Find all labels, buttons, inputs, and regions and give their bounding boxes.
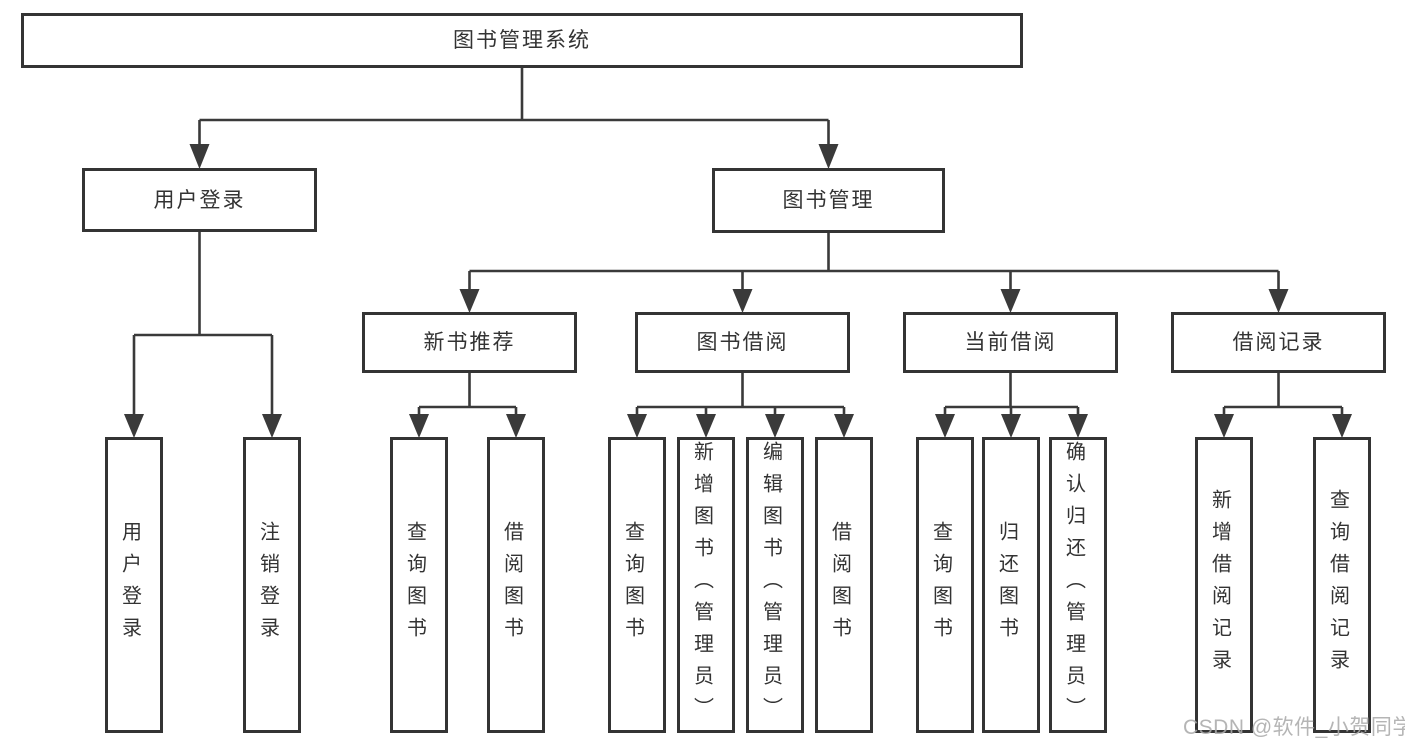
node-label: 归还图书 bbox=[995, 521, 1018, 649]
node-user-login: 用户登录 bbox=[82, 168, 317, 232]
node-label: 图书借阅 bbox=[696, 331, 789, 354]
leaf-borrow-query-books: 查询图书 bbox=[608, 437, 666, 733]
node-borrowing-records: 借阅记录 bbox=[1171, 312, 1386, 373]
node-current-borrowing: 当前借阅 bbox=[903, 312, 1118, 373]
node-label: 编辑图书（管理员） bbox=[759, 441, 782, 729]
node-label: 确认归还（管理员） bbox=[1062, 441, 1085, 729]
node-label: 借阅图书 bbox=[500, 521, 523, 649]
node-label: 查询图书 bbox=[929, 521, 952, 649]
connector-stems bbox=[132, 68, 1344, 415]
node-label: 新书推荐 bbox=[423, 331, 516, 354]
node-book-management: 图书管理 bbox=[712, 168, 945, 233]
leaf-newrec-query-books: 查询图书 bbox=[390, 437, 448, 733]
leaf-borrow-borrow-books: 借阅图书 bbox=[815, 437, 873, 733]
node-library-management-system: 图书管理系统 bbox=[21, 13, 1023, 68]
node-label: 查询图书 bbox=[403, 521, 426, 649]
node-new-book-recommendation: 新书推荐 bbox=[362, 312, 577, 373]
leaf-current-query-books: 查询图书 bbox=[916, 437, 974, 733]
node-label: 图书管理 bbox=[782, 189, 875, 212]
leaf-records-query-borrow-record: 查询借阅记录 bbox=[1313, 437, 1371, 733]
node-label: 用户登录 bbox=[118, 521, 141, 649]
node-label: 查询图书 bbox=[621, 521, 644, 649]
node-label: 用户登录 bbox=[153, 188, 246, 212]
leaf-borrow-add-books-admin: 新增图书（管理员） bbox=[677, 437, 735, 733]
leaf-current-confirm-return-admin: 确认归还（管理员） bbox=[1049, 437, 1107, 733]
leaf-current-return-books: 归还图书 bbox=[982, 437, 1040, 733]
node-book-borrowing: 图书借阅 bbox=[635, 312, 850, 373]
node-label: 图书管理系统 bbox=[453, 29, 591, 52]
node-label: 借阅图书 bbox=[828, 521, 851, 649]
leaf-newrec-borrow-books: 借阅图书 bbox=[487, 437, 545, 733]
leaf-borrow-edit-books-admin: 编辑图书（管理员） bbox=[746, 437, 804, 733]
node-label: 注销登录 bbox=[256, 521, 279, 649]
leaf-records-add-borrow-record: 新增借阅记录 bbox=[1195, 437, 1253, 733]
node-label: 新增借阅记录 bbox=[1208, 489, 1231, 681]
node-label: 借阅记录 bbox=[1232, 331, 1325, 354]
csdn-watermark: CSDN @软件_小贺同学 bbox=[1183, 716, 1405, 739]
node-label: 新增图书（管理员） bbox=[690, 441, 713, 729]
leaf-user-login: 用户登录 bbox=[105, 437, 163, 733]
arrowheads bbox=[124, 144, 1352, 438]
leaf-logout: 注销登录 bbox=[243, 437, 301, 733]
node-label: 当前借阅 bbox=[964, 331, 1057, 354]
node-label: 查询借阅记录 bbox=[1326, 489, 1349, 681]
